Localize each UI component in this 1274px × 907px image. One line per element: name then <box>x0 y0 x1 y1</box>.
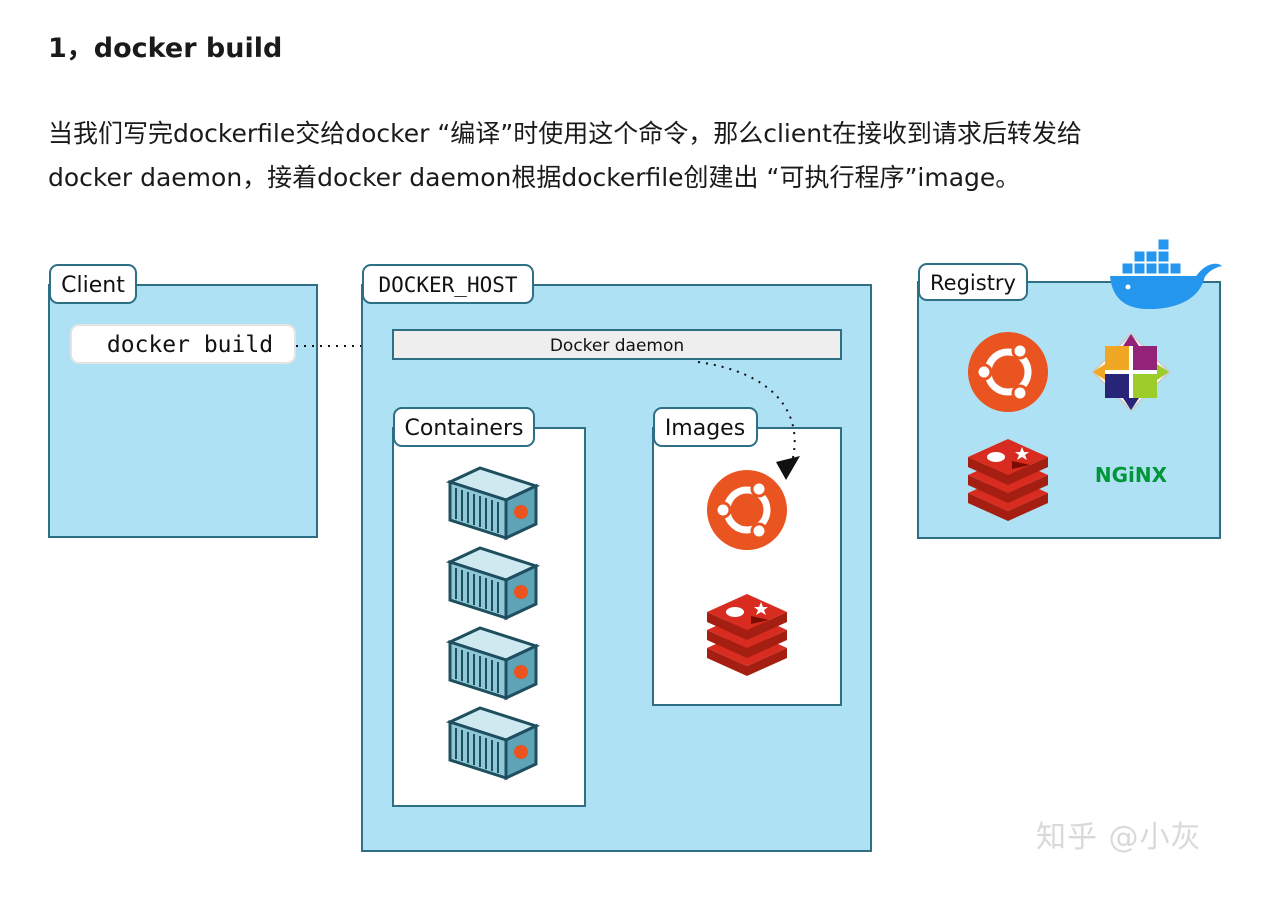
docker-host-title: DOCKER_HOST <box>378 273 517 297</box>
ubuntu-icon <box>707 470 787 550</box>
watermark: 知乎 @小灰 <box>1036 820 1202 855</box>
nginx-icon: NGiNX <box>1095 463 1168 487</box>
containers-title: Containers <box>405 416 524 441</box>
centos-icon <box>1091 332 1171 412</box>
paragraph-line-1: 当我们写完dockerfile交给docker “编译”时使用这个命令，那么cl… <box>48 119 1082 148</box>
containers-panel: Containers <box>392 407 586 807</box>
docker-daemon-bar <box>392 329 842 360</box>
images-title: Images <box>665 416 745 441</box>
docker-whale-icon <box>1110 238 1222 310</box>
docker-build-command: docker build <box>107 332 273 358</box>
docker-daemon-label: Docker daemon <box>550 336 684 356</box>
images-panel: Images <box>652 407 842 706</box>
section-heading: 1，docker build <box>48 33 283 64</box>
arrowhead-icon <box>776 456 800 480</box>
client-title: Client <box>61 273 125 298</box>
registry-panel: Registry <box>917 238 1222 539</box>
client-panel: Client docker build <box>48 264 318 538</box>
description-paragraph: 当我们写完dockerfile交给docker “编译”时使用这个命令，那么cl… <box>48 112 1238 200</box>
docker-host-panel: DOCKER_HOST Docker daemon Containers Ima… <box>361 264 872 852</box>
ubuntu-icon <box>968 332 1048 412</box>
registry-title: Registry <box>930 271 1016 295</box>
paragraph-line-2: docker daemon，接着docker daemon根据dockerfil… <box>48 163 1021 192</box>
daemon-images-arrow <box>697 361 796 463</box>
